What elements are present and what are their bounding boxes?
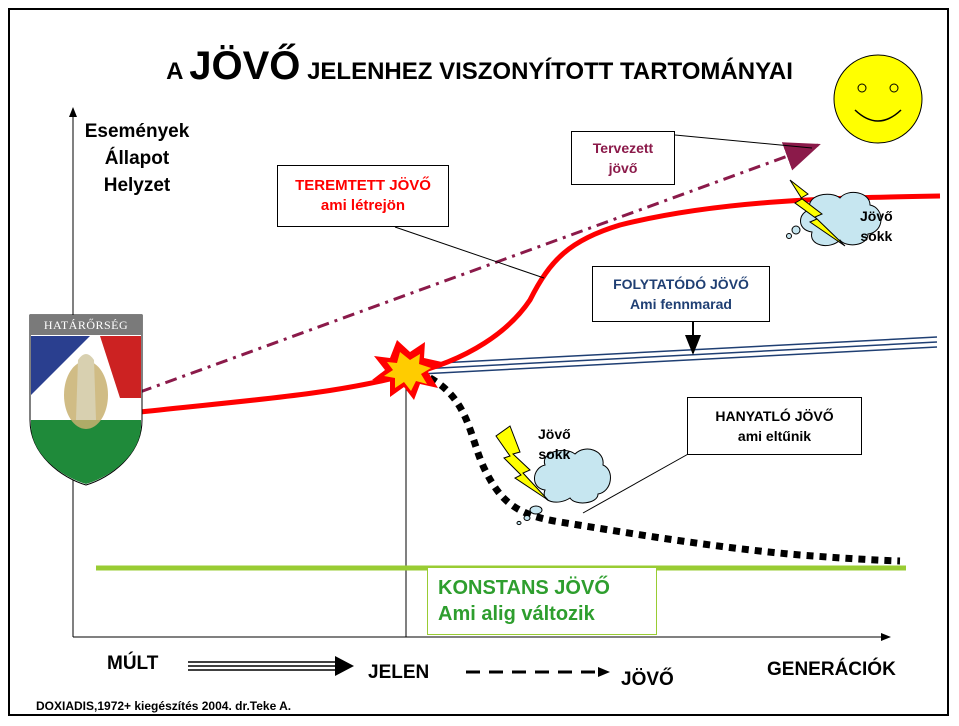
badge-text: HATÁRŐRSÉG bbox=[43, 318, 129, 332]
tervezett-line-2: jövő bbox=[608, 160, 638, 176]
teremtett-curve bbox=[139, 193, 941, 415]
folytatodo-lines bbox=[419, 336, 938, 375]
explosion-core bbox=[384, 352, 431, 391]
shock-mid-line-2: sokk bbox=[538, 446, 571, 462]
smiley-sun-icon bbox=[833, 54, 923, 144]
slide-frame bbox=[8, 8, 949, 716]
present-to-future-arrow bbox=[466, 667, 610, 677]
title-big-word: JÖVŐ bbox=[189, 44, 301, 88]
shock-top-line-1: Jövő bbox=[860, 208, 893, 224]
cloud-icon-top bbox=[786, 191, 882, 247]
title-suffix: JELENHEZ VISZONYÍTOTT TARTOMÁNYAI bbox=[307, 58, 793, 85]
callout-tervezett bbox=[674, 134, 813, 149]
label-past: MÚLT bbox=[107, 653, 159, 674]
label-future: JÖVŐ bbox=[621, 669, 674, 690]
shock-mid-line-1: Jövő bbox=[538, 426, 571, 442]
shock-top-line-2: sokk bbox=[860, 228, 893, 244]
cloud-icon-middle bbox=[516, 448, 611, 526]
hanyatlo-box: HANYATLÓ JÖVŐ ami eltűnik bbox=[687, 397, 862, 455]
teremtett-line-1: TEREMTETT JÖVŐ bbox=[295, 177, 431, 194]
lightning-icon-top bbox=[789, 179, 846, 247]
callout-hanyatlo bbox=[582, 452, 691, 514]
shock-label-top: Jövő sokk bbox=[860, 206, 893, 246]
hatarorseg-badge bbox=[29, 314, 143, 486]
konstans-line-2: Ami alig változik bbox=[438, 603, 595, 625]
y-label-line-3: Helyzet bbox=[103, 175, 171, 196]
tervezett-box: Tervezett jövő bbox=[571, 131, 675, 185]
hanyatlo-line-1: HANYATLÓ JÖVŐ bbox=[715, 408, 834, 424]
y-axis-label: Események Állapot Helyzet bbox=[62, 118, 212, 199]
folytatodo-box: FOLYTATÓDÓ JÖVŐ Ami fennmarad bbox=[592, 266, 770, 322]
label-present: JELEN bbox=[368, 662, 430, 683]
tervezett-line bbox=[139, 142, 821, 394]
label-generations: GENERÁCIÓK bbox=[767, 659, 896, 680]
page-title: A JÖVŐ JELENHEZ VISZONYÍTOTT TARTOMÁNYAI bbox=[0, 44, 959, 89]
lightning-icon-middle bbox=[495, 425, 549, 501]
konstans-box: KONSTANS JÖVŐ Ami alig változik bbox=[427, 567, 657, 635]
tervezett-line-1: Tervezett bbox=[592, 140, 654, 156]
folytatodo-line-2: Ami fennmarad bbox=[630, 296, 732, 312]
teremtett-box: TEREMTETT JÖVŐ ami létrejön bbox=[277, 165, 449, 227]
hanyatlo-curve bbox=[428, 374, 901, 565]
shock-label-middle: Jövő sokk bbox=[538, 424, 571, 464]
y-label-line-1: Események bbox=[84, 121, 190, 142]
title-prefix: A bbox=[166, 58, 183, 85]
past-to-present-arrow bbox=[188, 656, 354, 676]
credit-text: DOXIADIS,1972+ kiegészítés 2004. dr.Teke… bbox=[36, 699, 292, 713]
konstans-line-1: KONSTANS JÖVŐ bbox=[438, 577, 610, 599]
callout-teremtett bbox=[394, 226, 545, 279]
folytatodo-line-1: FOLYTATÓDÓ JÖVŐ bbox=[613, 276, 749, 292]
y-label-line-2: Állapot bbox=[104, 148, 170, 169]
hanyatlo-line-2: ami eltűnik bbox=[737, 428, 812, 444]
teremtett-line-2: ami létrejön bbox=[320, 197, 406, 214]
